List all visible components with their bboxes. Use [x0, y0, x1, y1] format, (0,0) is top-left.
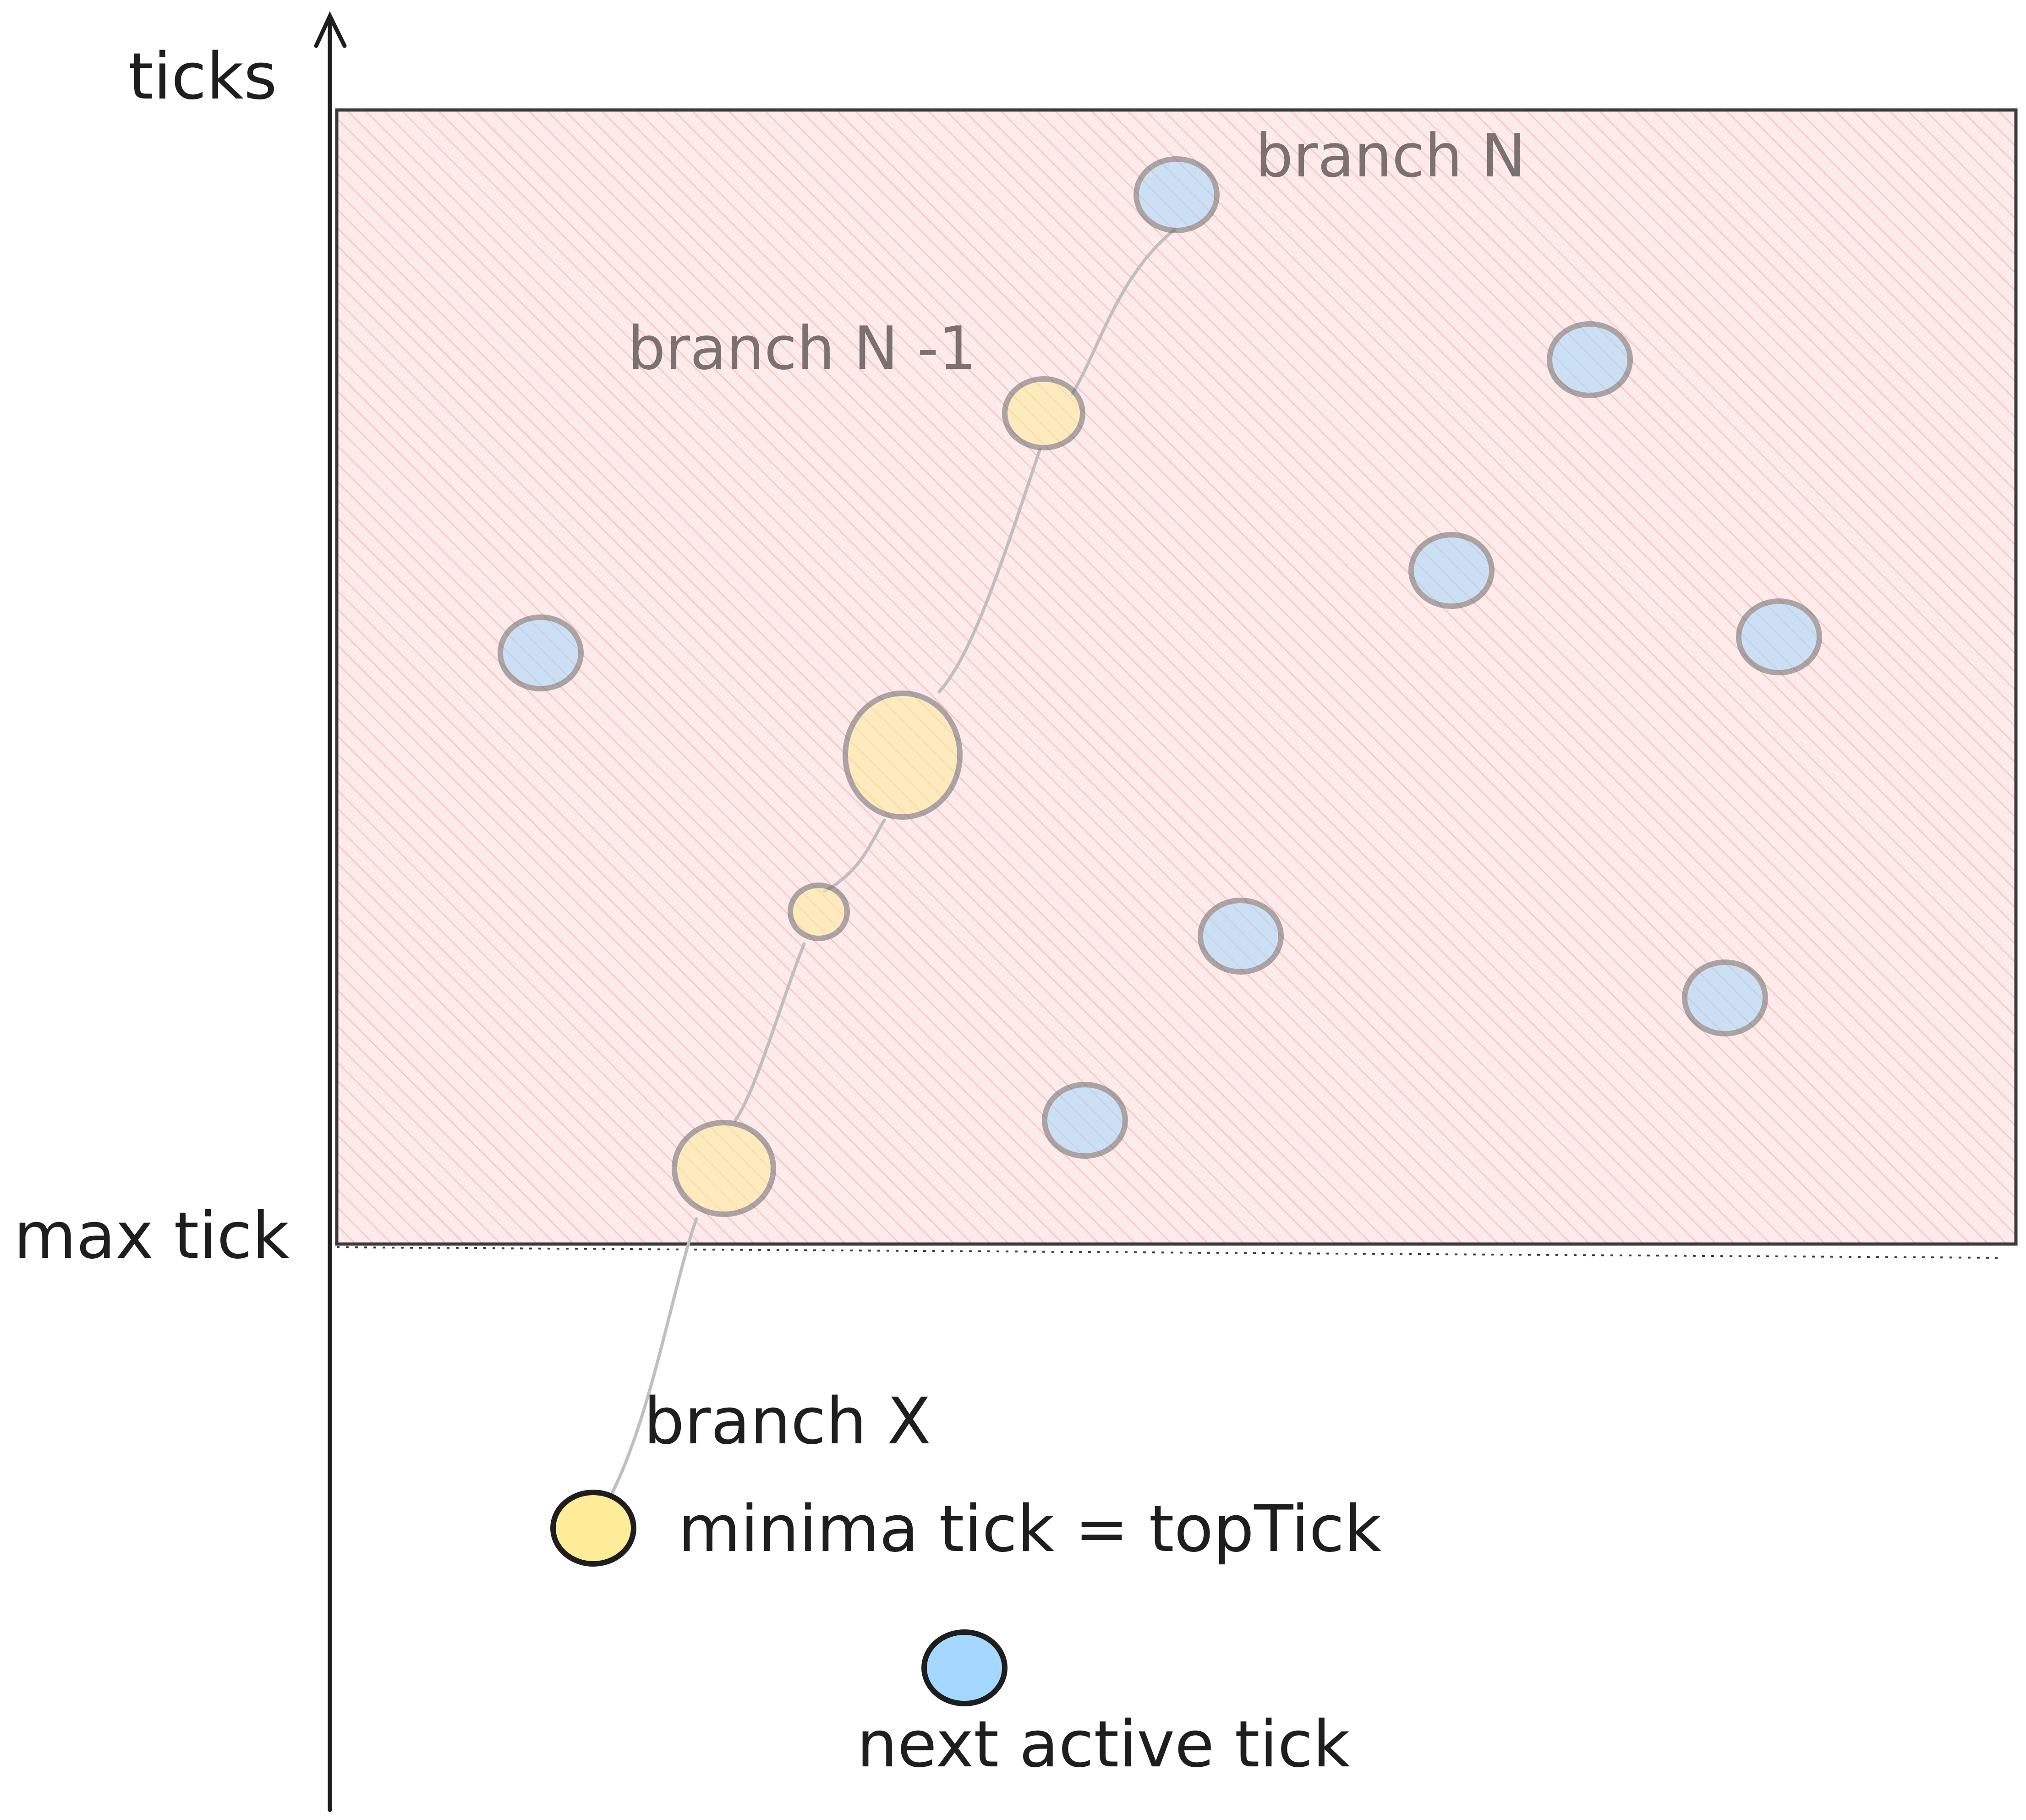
- branch-line: [608, 227, 1177, 1500]
- branch-n-minus-1-label: branch N -1: [628, 313, 976, 383]
- y-axis-label: ticks: [128, 39, 277, 114]
- y-axis: [314, 11, 347, 1812]
- minima-tick: [672, 1120, 776, 1217]
- next-active-tick: [1547, 321, 1633, 398]
- minima-legend-swatch: [550, 1490, 636, 1567]
- minima-legend-label: minima tick = topTick: [678, 1492, 1381, 1567]
- next-active-tick: [1042, 1082, 1128, 1159]
- next-active-ticks: [498, 156, 1822, 1159]
- next-active-legend-swatch: [921, 1629, 1008, 1706]
- next-active-tick: [1682, 959, 1768, 1036]
- tick-region: [335, 108, 2018, 1246]
- branch-n-label: branch N: [1255, 121, 1526, 191]
- max-tick-line: [336, 1246, 1998, 1259]
- next-active-tick: [1198, 898, 1284, 975]
- next-active-tick: [1736, 598, 1822, 675]
- next-active-tick: [498, 614, 584, 691]
- next-active-tick: [1408, 532, 1495, 609]
- next-active-legend-label: next active tick: [857, 1707, 1350, 1782]
- legend: minima tick = topTick next active tick: [550, 1490, 1381, 1782]
- minima-tick: [788, 883, 850, 941]
- branch-x-label: branch X: [644, 1384, 931, 1459]
- minima-ticks: [672, 376, 1085, 1217]
- minima-tick: [1002, 376, 1085, 450]
- max-tick-label: max tick: [14, 1199, 289, 1273]
- next-active-tick: [1133, 156, 1220, 233]
- minima-tick: [843, 691, 963, 820]
